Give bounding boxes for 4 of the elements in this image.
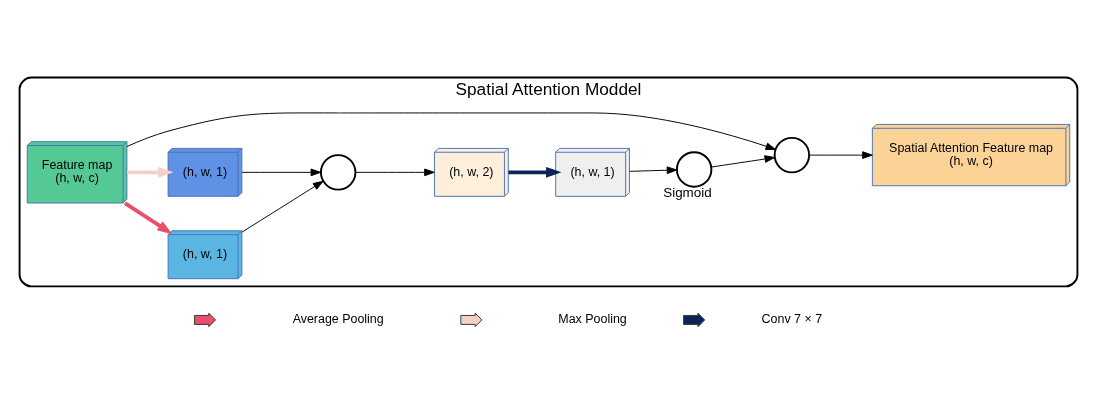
legend-label: Max Pooling [558,311,627,326]
node-label: Sigmoid [663,184,712,200]
legend-label: Average Pooling [292,311,384,326]
legend-label: Conv 7 × 7 [761,311,823,326]
